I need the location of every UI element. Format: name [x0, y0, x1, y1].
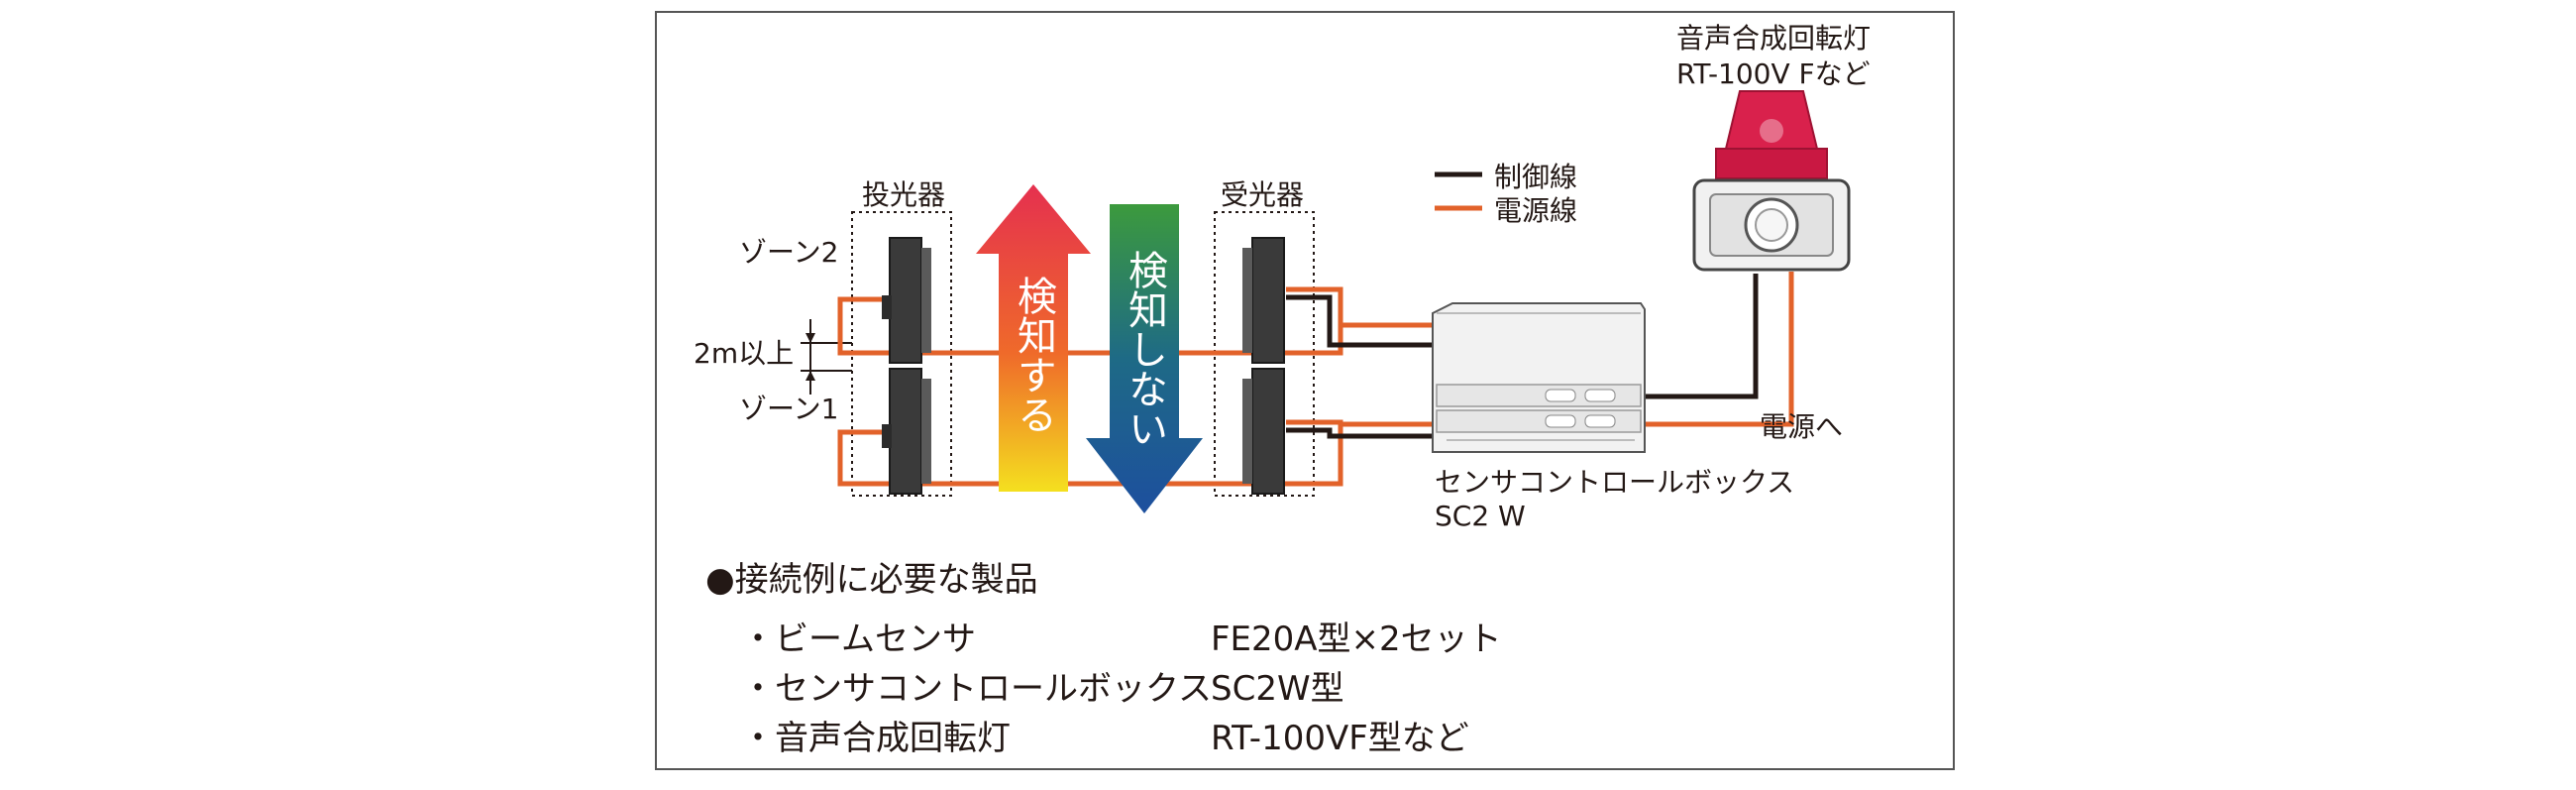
product-list: ・ビームセンサ FE20A型×2セット ・センサコントロールボックス SC2W型… — [741, 620, 1502, 758]
lamp-model: RT-100V Fなど — [1676, 57, 1871, 90]
lamp-name: 音声合成回転灯 — [1676, 22, 1871, 55]
legend-control-label: 制御線 — [1494, 161, 1577, 193]
control-wiring — [1286, 274, 1759, 439]
detect-arrow-label: 検知する — [1011, 276, 1056, 434]
controller-name: センサコントロールボックス — [1435, 466, 1794, 499]
no-detect-arrow-label: 検知しない — [1122, 250, 1167, 448]
product-name-1: ・ビームセンサ — [741, 620, 976, 659]
to-power-label: 電源へ — [1760, 410, 1843, 443]
spacing-dimension — [801, 319, 852, 395]
receiver-label: 受光器 — [1221, 178, 1304, 211]
no-detect-arrow: 検知しない — [1086, 204, 1203, 513]
product-name-3: ・音声合成回転灯 — [741, 719, 1011, 758]
sensor-control-box — [1432, 302, 1646, 453]
detect-arrow: 検知する — [976, 184, 1091, 492]
controller-model: SC2 W — [1435, 500, 1526, 532]
product-value-3: RT-100VF型など — [1211, 719, 1469, 758]
transmitter-label: 投光器 — [862, 178, 945, 211]
legend-power-label: 電源線 — [1494, 194, 1577, 227]
power-wiring — [837, 272, 1794, 487]
transmitter-unit-zone1 — [882, 368, 931, 495]
receiver-unit-zone1 — [1242, 368, 1285, 495]
rotating-lamp — [1692, 90, 1851, 272]
products-heading: ●接続例に必要な製品 — [705, 560, 1038, 600]
receiver-dotted-box — [1214, 211, 1315, 497]
spacing-label: 2m以上 — [694, 337, 794, 370]
zone1-label: ゾーン1 — [739, 393, 838, 425]
transmitter-unit-zone2 — [882, 237, 931, 364]
zone2-label: ゾーン2 — [739, 236, 838, 269]
legend: 制御線 電源線 — [1435, 161, 1577, 227]
product-value-1: FE20A型×2セット — [1211, 620, 1502, 659]
receiver-unit-zone2 — [1242, 237, 1285, 364]
product-value-2: SC2W型 — [1211, 669, 1344, 709]
transmitter-dotted-box — [851, 211, 952, 497]
product-name-2: ・センサコントロールボックス — [741, 669, 1212, 709]
diagram-frame — [655, 11, 1955, 770]
